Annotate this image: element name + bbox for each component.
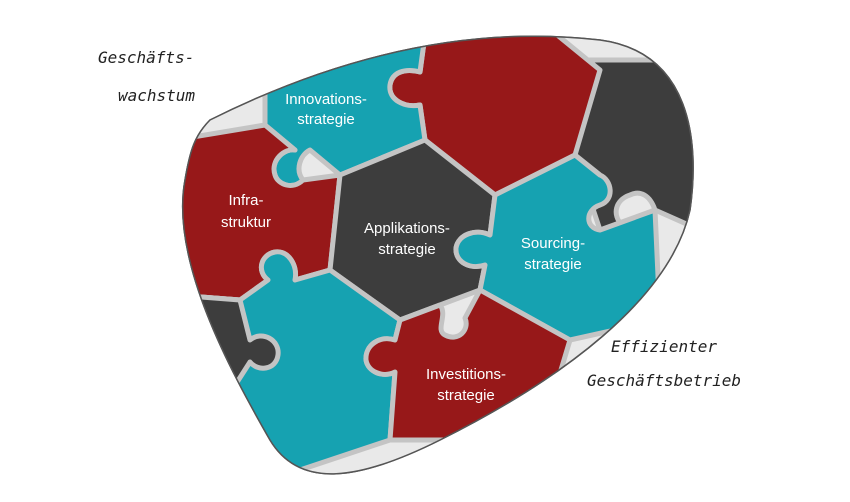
- applications-label-line2: strategie: [378, 241, 436, 258]
- annotation-growth-line2: wachstum: [118, 86, 195, 105]
- annotation-growth-line1: Geschäfts-: [98, 48, 194, 67]
- applications-label-line1: Applikations-: [364, 220, 450, 237]
- sourcing-label-line2: strategie: [524, 256, 582, 273]
- pick-border: [181, 35, 694, 475]
- infrastructure-label-line2: struktur: [221, 214, 271, 231]
- sourcing-label-line1: Sourcing-: [521, 235, 585, 252]
- annotation-efficiency-line2: Geschäftsbetrieb: [587, 371, 741, 390]
- innovation-label-line2: strategie: [297, 111, 355, 128]
- innovation-label-line1: Innovations-: [285, 91, 367, 108]
- infrastructure-label-line1: Infra-: [228, 192, 263, 209]
- annotation-efficiency-line1: Effizienter: [611, 337, 717, 356]
- investment-label-line1: Investitions-: [426, 366, 506, 383]
- investment-label-line2: strategie: [437, 387, 495, 404]
